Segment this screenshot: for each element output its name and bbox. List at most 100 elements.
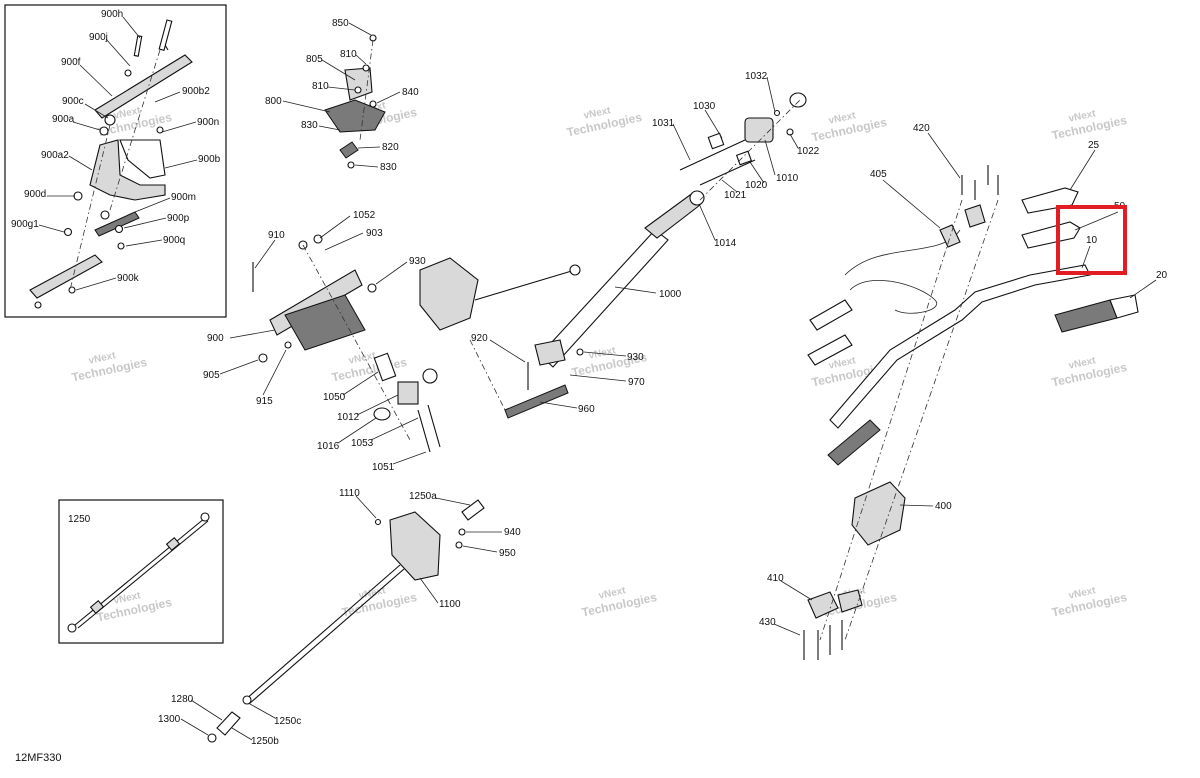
callout-20: 20 [1156,270,1168,281]
callout-25: 25 [1088,140,1100,151]
tie-rod-1250 [248,568,405,705]
lower-tie-rod-leaders [180,495,502,741]
washer-900d [73,191,83,201]
watermark: vNext Technologies [340,585,418,619]
callout-405: 405 [870,169,887,180]
bolt-1021 [699,159,756,186]
axis-line [359,39,374,141]
callout-900j: 900j [89,32,108,43]
screw-830 [347,161,355,169]
clamp-1010 [744,117,774,143]
callout-900f: 900f [61,57,81,68]
bracket-805 [344,67,373,101]
callout-830: 830 [380,162,397,173]
tie-rod [474,269,576,301]
callout-1014: 1014 [714,238,737,249]
screw-900n [156,126,164,134]
heating-element-50 [1021,221,1081,249]
washer-900g1 [63,227,73,237]
callout-910: 910 [268,230,285,241]
grip-20 [1054,299,1118,333]
callout-900d: 900d [24,189,46,200]
clip-820 [339,141,359,159]
callout-900: 900 [207,333,224,344]
axis-line [844,199,999,641]
callout-850: 850 [332,18,349,29]
callout-900a: 900a [52,114,75,125]
axis-line [819,199,963,641]
callout-1016: 1016 [317,441,340,452]
axis-line [69,124,111,291]
washer-1016 [373,407,391,421]
callout-1032: 1032 [745,71,768,82]
bolt-930 [367,283,377,293]
upper-plate [94,54,193,119]
axis-line [302,244,411,441]
lower-link-900m [94,211,140,237]
callout-1020: 1020 [745,180,768,191]
callout-1030: 1030 [693,101,716,112]
washer-900q [117,242,125,250]
washer-810 [354,86,362,94]
callout-915: 915 [256,396,273,407]
arm-bracket [119,139,166,179]
callout-930: 930 [627,352,644,363]
nut-840 [369,100,377,108]
callout-1031: 1031 [652,118,675,129]
throttle-housing [809,299,853,331]
lock-body-800 [324,99,386,133]
callout-800: 800 [265,96,282,107]
callout-1053: 1053 [351,438,374,449]
jam-nut [165,536,181,552]
callout-940: 940 [504,527,521,538]
callout-900p: 900p [167,213,190,224]
washer-950 [455,541,463,549]
screw [773,109,781,117]
bushing [100,210,110,220]
callout-420: 420 [913,123,930,134]
callout-900g1: 900g1 [11,219,39,230]
clamp-410 [807,591,839,619]
nut-940 [458,528,466,536]
steering-arm-exploded-inset [29,19,193,309]
clamp-405 [939,224,961,248]
watermark: vNext Technologies [580,585,658,619]
callout-900m: 900m [171,192,196,203]
callout-1300: 1300 [158,714,181,725]
callout-1010: 1010 [776,173,799,184]
screw-1110 [374,518,382,526]
inset-frame-1250 [58,499,224,644]
inset-900-leaders [38,16,198,291]
heating-element-25 [1021,187,1079,214]
tie-rod-end [569,264,581,276]
handlebar-assembly [803,165,1139,660]
nut-930 [576,348,584,356]
callout-1280: 1280 [171,694,194,705]
callout-810: 810 [340,49,357,60]
sleeve-1020 [735,150,753,166]
callout-1250b: 1250b [251,736,279,747]
ring [422,368,438,384]
bushing-1032 [789,92,807,108]
pitman-housing [419,257,479,331]
watermark: vNext Technologies [95,590,173,624]
column-lower-fitting [534,339,566,366]
callout-1052: 1052 [353,210,376,221]
nut [124,69,132,77]
callout-900n: 900n [197,117,219,128]
watermark: vNext Technologies [565,105,643,139]
jam-nut [89,599,105,615]
callout-900k: 900k [117,273,140,284]
callout-903: 903 [366,228,383,239]
callout-970: 970 [628,377,645,388]
clamp-410 [837,589,863,613]
arm-900 [284,294,366,351]
callout-1100: 1100 [439,599,461,610]
watermark: vNext Technologies [810,110,888,144]
callout-1012: 1012 [337,412,360,423]
callout-930: 930 [409,256,426,267]
sleeve-1030 [707,132,725,150]
handlebar-10 [829,264,1091,429]
bottom-plate-900k [29,254,103,299]
bolt-1031 [679,139,746,171]
